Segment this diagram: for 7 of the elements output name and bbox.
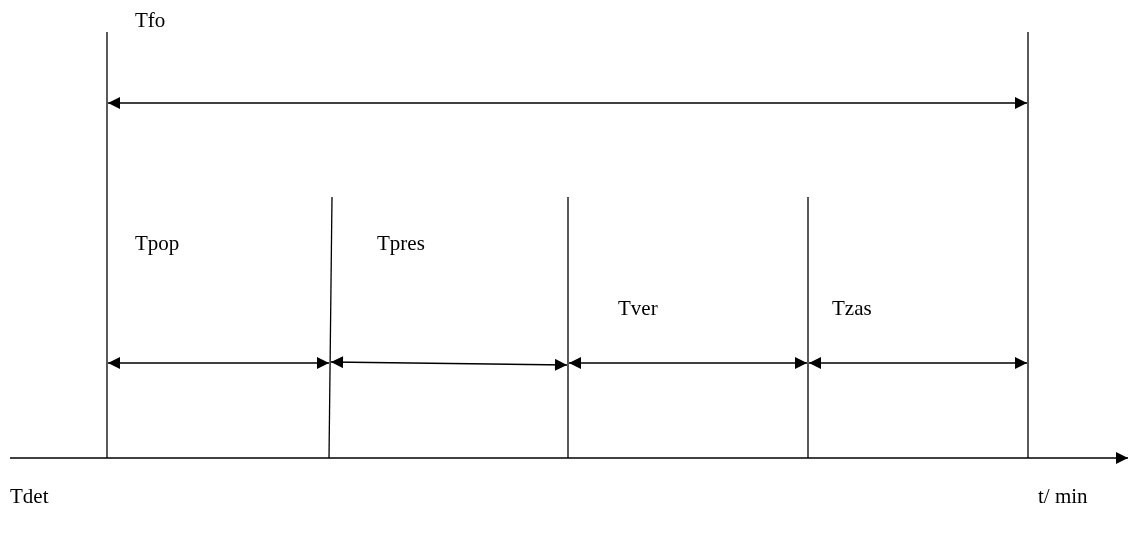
duration-label: Tver bbox=[618, 298, 658, 319]
axis-label: t/ min bbox=[1038, 486, 1088, 507]
duration-label: Tpres bbox=[377, 233, 425, 254]
duration-label: Tzas bbox=[832, 298, 872, 319]
duration-label: Tpop bbox=[135, 233, 180, 254]
duration-label: Tfo bbox=[135, 10, 166, 31]
axis-label: Tdet bbox=[10, 486, 49, 507]
